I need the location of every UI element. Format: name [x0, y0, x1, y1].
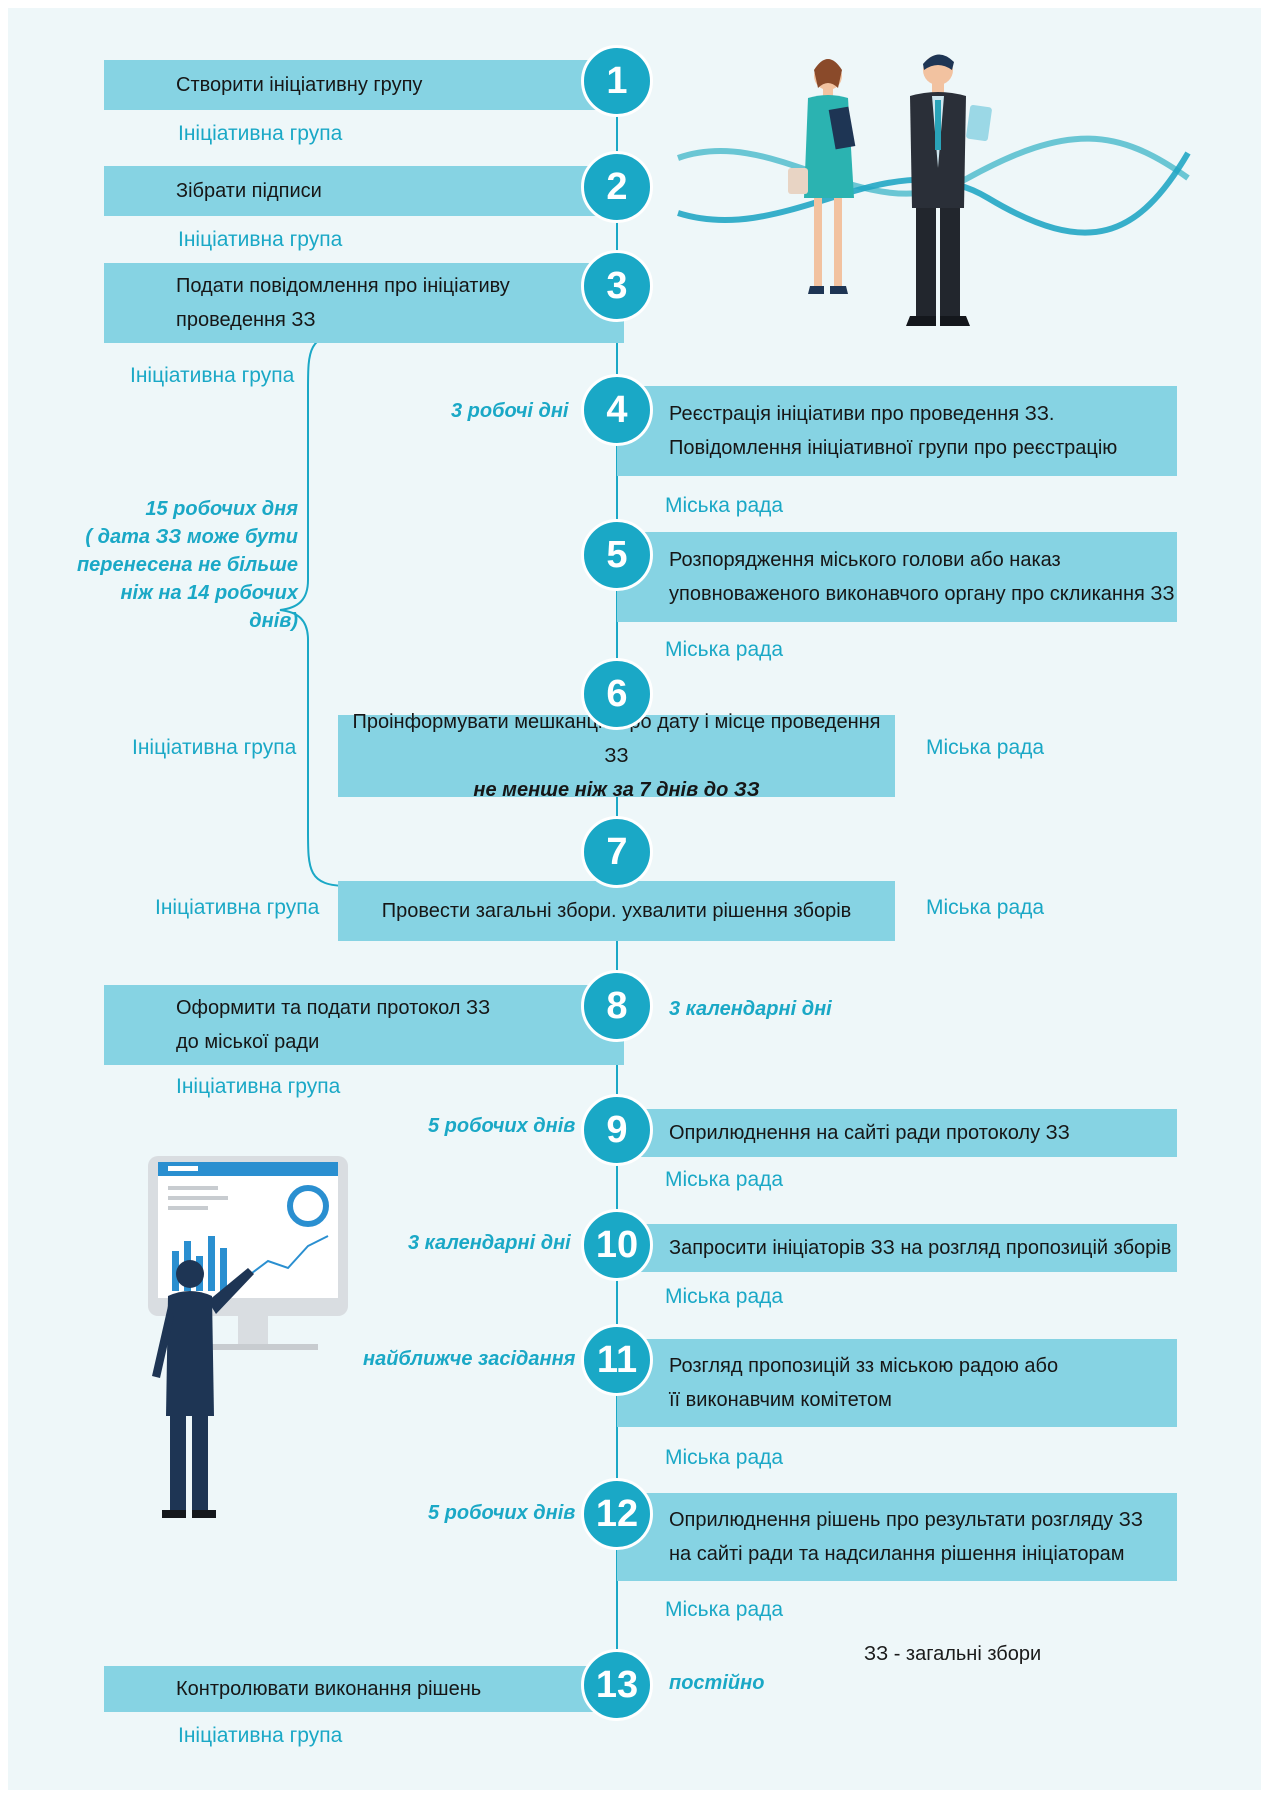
- step-3-circle: 3: [581, 250, 653, 322]
- step-6-circle: 6: [581, 658, 653, 730]
- step-1-actor: Ініціативна група: [178, 122, 343, 145]
- step-12-term: 5 робочих днів: [428, 1502, 576, 1524]
- step-12-circle: 12: [581, 1478, 653, 1550]
- brace-note-line-4: ніж на 14 робочих днів): [120, 582, 298, 632]
- step-2-text: Зібрати підписи: [176, 180, 322, 202]
- step-2-circle: 2: [581, 151, 653, 223]
- step-8-box: Оформити та подати протокол ЗЗ до місько…: [104, 985, 624, 1065]
- infographic-canvas: Створити ініціативну групу 1 Ініціативна…: [8, 8, 1261, 1790]
- step-5-text-line-2: уповноваженого виконавчого органу про ск…: [669, 583, 1175, 605]
- presenter-dashboard-illustration: [148, 1156, 348, 1518]
- step-8-text-line-2: до міської ради: [176, 1031, 320, 1053]
- step-1-circle: 1: [581, 45, 653, 117]
- abbreviation-legend: ЗЗ - загальні збори: [864, 1643, 1042, 1665]
- step-11-actor: Міська рада: [665, 1446, 784, 1469]
- step-7-actor-right: Міська рада: [926, 896, 1045, 919]
- step-10-box: Запросити ініціаторів ЗЗ на розгляд проп…: [617, 1224, 1177, 1272]
- step-11-term: найближче засідання: [363, 1348, 576, 1370]
- step-13-actor: Ініціативна група: [178, 1724, 343, 1747]
- step-9-term: 5 робочих днів: [428, 1115, 576, 1137]
- step-11-text-line-1: Розгляд пропозицій зз міською радою або: [669, 1355, 1059, 1377]
- step-1-text: Створити ініціативну групу: [176, 74, 423, 96]
- step-8-term: 3 календарні дні: [669, 998, 832, 1020]
- brace-note-line-2: ( дата ЗЗ може бути: [85, 526, 298, 548]
- step-4-term: 3 робочі дні: [451, 400, 569, 422]
- step-8-actor: Ініціативна група: [176, 1075, 341, 1098]
- step-4-circle: 4: [581, 374, 653, 446]
- step-8-text-line-1: Оформити та подати протокол ЗЗ: [176, 997, 491, 1019]
- step-11-circle: 11: [581, 1324, 653, 1396]
- step-9-box: Оприлюднення на сайті ради протоколу ЗЗ: [617, 1109, 1177, 1157]
- step-10-text: Запросити ініціаторів ЗЗ на розгляд проп…: [669, 1237, 1172, 1259]
- step-10-actor: Міська рада: [665, 1285, 784, 1308]
- step-13-box: Контролювати виконання рішень: [104, 1666, 624, 1712]
- step-3-text-line-2: проведення ЗЗ: [176, 309, 316, 331]
- step-7-box: Провести загальні збори. ухвалити рішенн…: [338, 881, 895, 941]
- step-11-box: Розгляд пропозицій зз міською радою або …: [617, 1339, 1177, 1427]
- step-8-circle: 8: [581, 970, 653, 1042]
- step-5-box: Розпорядження міського голови або наказ …: [617, 532, 1177, 622]
- step-12-box: Оприлюднення рішень про результати розгл…: [617, 1493, 1177, 1581]
- step-12-text-line-2: на сайті ради та надсилання рішення ініц…: [669, 1543, 1125, 1565]
- step-5-text-line-1: Розпорядження міського голови або наказ: [669, 549, 1061, 571]
- step-11-text-line-2: її виконавчим комітетом: [669, 1389, 892, 1411]
- step-9-text: Оприлюднення на сайті ради протоколу ЗЗ: [669, 1122, 1070, 1144]
- step-4-text-line-2: Повідомлення ініціативної групи про реєс…: [669, 437, 1118, 459]
- brace-note: 15 робочих дня ( дата ЗЗ може бути перен…: [76, 495, 298, 635]
- step-2-actor: Ініціативна група: [178, 228, 343, 251]
- step-13-term: постійно: [669, 1672, 765, 1694]
- step-3-actor: Ініціативна група: [130, 364, 295, 387]
- brace-note-line-3: перенесена не більше: [76, 554, 298, 576]
- step-1-box: Створити ініціативну групу: [104, 60, 624, 110]
- step-9-actor: Міська рада: [665, 1168, 784, 1191]
- step-7-text: Провести загальні збори. ухвалити рішенн…: [381, 900, 852, 922]
- step-12-text-line-1: Оприлюднення рішень про результати розгл…: [669, 1509, 1143, 1531]
- step-2-box: Зібрати підписи: [104, 166, 624, 216]
- step-12-actor: Міська рада: [665, 1598, 784, 1621]
- step-7-circle: 7: [581, 816, 653, 888]
- step-4-box: Реєстрація ініціативи про проведення ЗЗ.…: [617, 386, 1177, 476]
- step-3-text-line-1: Подати повідомлення про ініціативу: [176, 275, 510, 297]
- step-10-circle: 10: [581, 1209, 653, 1281]
- step-5-actor: Міська рада: [665, 638, 784, 661]
- step-4-actor: Міська рада: [665, 494, 784, 517]
- brace-note-line-1: 15 робочих дня: [145, 498, 298, 520]
- step-6-actor-right: Міська рада: [926, 736, 1045, 759]
- period-brace: [279, 333, 349, 887]
- step-4-text-line-1: Реєстрація ініціативи про проведення ЗЗ.: [669, 403, 1055, 425]
- step-13-text: Контролювати виконання рішень: [176, 1678, 482, 1700]
- step-5-circle: 5: [581, 519, 653, 591]
- step-6-actor-left: Ініціативна група: [132, 736, 297, 759]
- step-9-circle: 9: [581, 1094, 653, 1166]
- step-10-term: 3 календарні дні: [408, 1232, 571, 1254]
- step-6-emphasis: не менше ніж за 7 днів до ЗЗ: [473, 779, 760, 801]
- step-7-actor-left: Ініціативна група: [155, 896, 320, 919]
- business-people-illustration: [788, 54, 992, 326]
- step-3-box: Подати повідомлення про ініціативу прове…: [104, 263, 624, 343]
- step-13-circle: 13: [581, 1649, 653, 1721]
